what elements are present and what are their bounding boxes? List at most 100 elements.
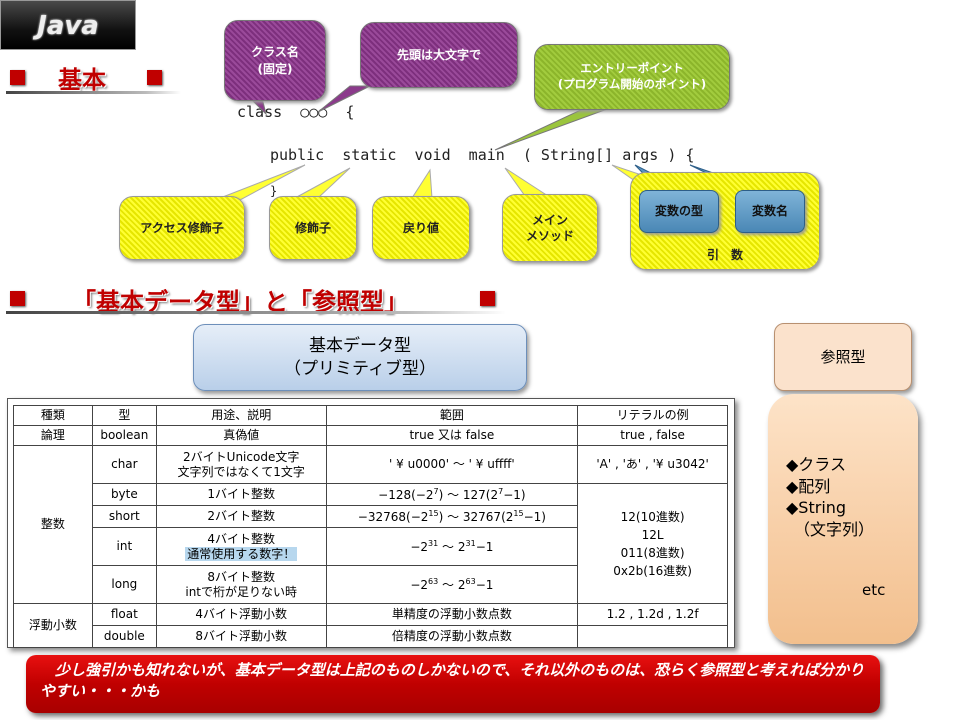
reference-type-list: ◆クラス ◆配列 ◆String （文字列） etc: [768, 394, 918, 644]
heading-underline: [6, 91, 181, 94]
cell-kind: 浮動小数: [13, 603, 93, 648]
cell-desc: 4バイト浮動小数: [155, 603, 327, 626]
callout-var-name: 変数名: [735, 190, 805, 233]
table-row: 論理 boolean 真偽値 true 又は false true , fals…: [13, 425, 728, 446]
range-exp: 31: [428, 538, 439, 548]
main-method-tail: [504, 167, 550, 197]
table-row: byte 1バイト整数 −128(−27) ～ 127(27−1) 12(10進…: [14, 483, 728, 604]
red-square-icon: [147, 70, 162, 85]
reference-item-etc: etc: [862, 581, 886, 600]
cell-type: boolean: [91, 425, 157, 446]
cell-desc: 真偽値: [155, 425, 327, 446]
header-literal: リテラルの例: [577, 405, 728, 426]
reference-item-class: ◆クラス: [786, 455, 846, 474]
range-part: −2: [410, 577, 429, 592]
cell-literal: [577, 625, 728, 648]
literal-line: 011(8進数): [620, 545, 685, 560]
heading-text: 基本: [58, 66, 106, 94]
cell-desc: 4バイト整数通常使用する数字！: [155, 527, 327, 566]
range-part: −128(−2: [378, 487, 434, 502]
cell-range: −263 ～ 263−1: [325, 565, 579, 604]
literal-line: 0x2b(16進数): [613, 563, 692, 578]
cell-desc: 1バイト整数: [155, 483, 327, 506]
header-kind: 種類: [13, 405, 93, 426]
access-modifier-tail: [214, 164, 306, 201]
primitive-type-title: 基本データ型: [309, 335, 411, 356]
cell-literal: true , false: [577, 425, 728, 446]
cell-range: true 又は false: [325, 425, 579, 446]
cell-type: int: [91, 527, 157, 566]
code-line-close: }: [270, 184, 278, 198]
cell-type: double: [91, 625, 157, 648]
cell-type: float: [91, 603, 157, 626]
literal-line: 12L: [641, 527, 664, 542]
callout-class-name: クラス名 (固定): [224, 20, 326, 101]
range-exp: 15: [513, 508, 524, 518]
args-label: 引 数: [706, 247, 743, 262]
header-type: 型: [91, 405, 157, 426]
range-part: −1): [503, 487, 526, 502]
range-part: −1): [523, 509, 546, 524]
code-line-class: class ○○○ {: [237, 103, 355, 121]
cell-desc: 8バイト浮動小数: [155, 625, 327, 648]
primitive-type-table: 種類 型 用途、説明 範囲 リテラルの例 論理 boolean 真偽値 true…: [13, 405, 728, 648]
reference-item-array: ◆配列: [786, 476, 831, 496]
callout-capital: 先頭は大文字で: [360, 22, 518, 88]
cell-desc-line: 8バイト整数: [207, 570, 276, 585]
header-range: 範囲: [325, 405, 579, 426]
range-exp: 7: [498, 486, 504, 496]
cell-type: byte: [91, 483, 157, 506]
heading-underline: [6, 311, 506, 314]
table-row: int 4バイト整数通常使用する数字！ −231 ～ 231−1: [14, 527, 728, 566]
cell-literal: 12(10進数) 12L 011(8進数) 0x2b(16進数): [577, 483, 728, 604]
range-part: −2: [410, 539, 429, 554]
table-row: double 8バイト浮動小数 倍精度の浮動小数点数: [14, 625, 728, 648]
reference-type-box: 参照型: [774, 323, 912, 391]
cell-type: char: [91, 445, 157, 484]
callout-var-type: 変数の型: [639, 190, 719, 233]
return-value-tail: [411, 168, 433, 199]
callout-return-value: 戻り値: [372, 196, 470, 260]
highlighted-note: 通常使用する数字！: [185, 546, 298, 561]
range-exp: 63: [465, 576, 476, 586]
cell-type: long: [91, 565, 157, 604]
range-part: −1: [475, 539, 494, 554]
literal-line: 12(10進数): [620, 509, 685, 524]
cell-desc-line: 4バイト整数: [207, 532, 276, 547]
callout-main-method: メイン メソッド: [502, 194, 598, 262]
cell-desc: 2バイトUnicode文字文字列ではなくて1文字: [155, 445, 327, 484]
range-part: ) ～ 127(2: [438, 487, 499, 502]
callout-modifier: 修飾子: [269, 196, 357, 260]
reference-item-string: ◆String: [786, 498, 847, 518]
reference-item-string-sub: （文字列）: [794, 519, 875, 539]
cell-desc-line: 文字列ではなくて1文字: [177, 464, 305, 479]
red-square-icon: [480, 291, 495, 306]
range-exp: 31: [465, 538, 476, 548]
red-square-icon: [10, 291, 25, 306]
title-tab: Java: [0, 0, 136, 50]
cell-literal: 1.2 , 1.2d , 1.2f: [577, 603, 728, 626]
primitive-type-box: 基本データ型 （プリミティブ型）: [193, 324, 527, 391]
cell-range: ' ¥ u0000' ～ ' ¥ uffff': [325, 445, 579, 484]
cell-desc-line: intで桁が足りない時: [185, 584, 298, 599]
cell-kind: 整数: [13, 445, 93, 604]
table-row: 浮動小数 float 4バイト浮動小数 単精度の浮動小数点数 1.2 , 1.2…: [13, 603, 728, 648]
type-table-frame: 種類 型 用途、説明 範囲 リテラルの例 論理 boolean 真偽値 true…: [7, 398, 735, 648]
table-header-row: 種類 型 用途、説明 範囲 リテラルの例: [13, 405, 728, 426]
cell-range: 倍精度の浮動小数点数: [325, 625, 579, 648]
cell-range: −32768(−215) ～ 32767(215−1): [325, 505, 579, 528]
range-part: ) ～ 32767(2: [438, 509, 514, 524]
cell-range: −128(−27) ～ 127(27−1): [325, 483, 579, 506]
range-exp: 63: [428, 576, 439, 586]
header-description: 用途、説明: [155, 405, 327, 426]
range-part: ～ 2: [438, 577, 466, 592]
range-exp: 15: [428, 508, 439, 518]
note-banner: 少し強引かも知れないが、基本データ型は上記のものしかないので、それ以外のものは、…: [26, 655, 880, 713]
cell-range: −231 ～ 231−1: [325, 527, 579, 566]
cell-kind: 論理: [13, 425, 93, 446]
table-row: 整数 char 2バイトUnicode文字文字列ではなくて1文字 ' ¥ u00…: [13, 445, 728, 604]
cell-desc-line: 2バイトUnicode文字: [183, 450, 300, 465]
range-part: −32768(−2: [357, 509, 429, 524]
